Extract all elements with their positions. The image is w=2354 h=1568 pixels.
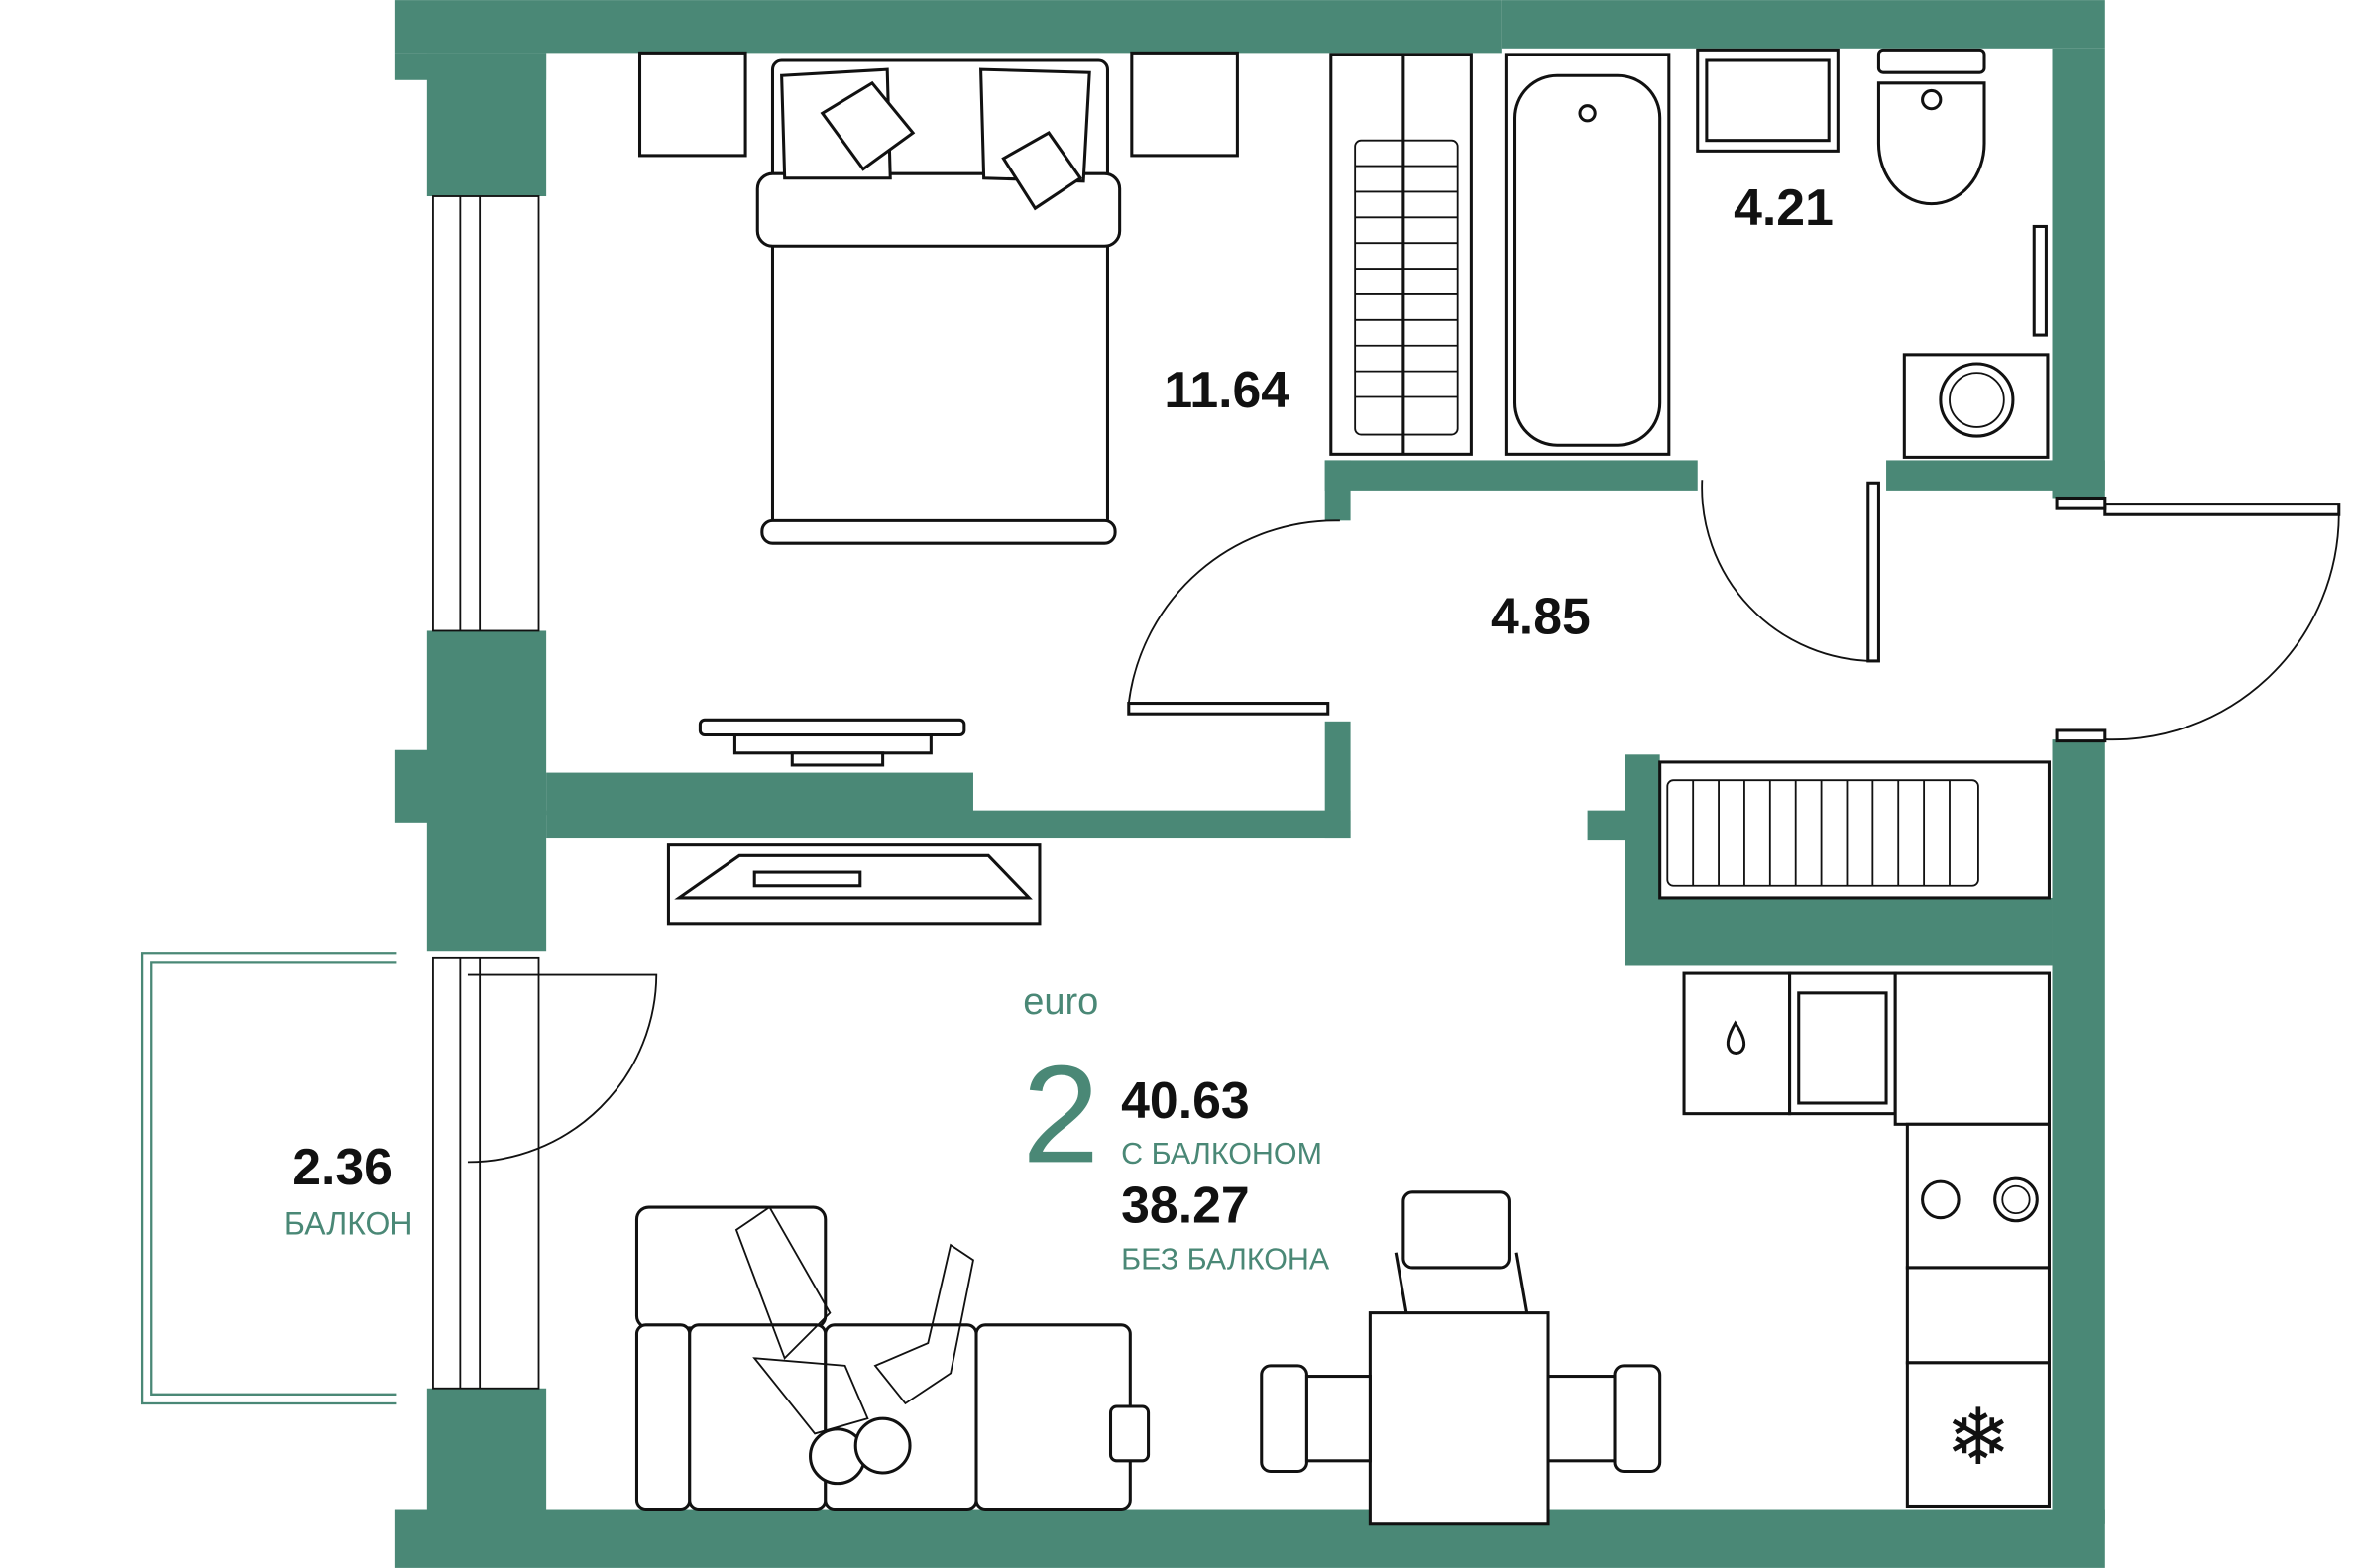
rooms-count: 2 bbox=[1022, 1036, 1099, 1191]
hall-wardrobe bbox=[1658, 760, 2051, 900]
tv-stand-living bbox=[666, 843, 1042, 926]
wardrobe bbox=[1329, 53, 1473, 456]
bed bbox=[637, 51, 1239, 545]
toilet bbox=[1876, 48, 1986, 206]
walls bbox=[394, 0, 2105, 1568]
sofa bbox=[634, 1205, 1151, 1512]
balcony-label: БАЛКОН bbox=[284, 1205, 412, 1241]
washing-machine bbox=[1902, 224, 2050, 459]
living-window bbox=[432, 956, 540, 1390]
without-balcony-label: БЕЗ БАЛКОНА bbox=[1121, 1242, 1330, 1276]
total-with-balcony: 40.63 bbox=[1121, 1071, 1250, 1129]
kitchen: ❄ bbox=[1682, 971, 2051, 1509]
apartment-type: euro bbox=[1023, 981, 1098, 1023]
hall-area: 4.85 bbox=[1491, 588, 1591, 645]
bedroom-window bbox=[432, 195, 540, 632]
bedroom-area: 11.64 bbox=[1164, 361, 1289, 418]
balcony-area: 2.36 bbox=[292, 1138, 392, 1195]
with-balcony-label: С БАЛКОНОМ bbox=[1121, 1137, 1322, 1171]
tv-stand-bedroom bbox=[698, 718, 966, 767]
bathroom-area: 4.21 bbox=[1734, 178, 1834, 236]
doors[interactable] bbox=[467, 480, 2341, 1164]
total-without-balcony: 38.27 bbox=[1121, 1176, 1250, 1233]
dining-table bbox=[1260, 1190, 1662, 1526]
bathtub bbox=[1504, 53, 1671, 456]
balcony bbox=[140, 952, 397, 1405]
sink bbox=[1696, 48, 1840, 153]
snowflake-icon: ❄ bbox=[1946, 1393, 2011, 1481]
